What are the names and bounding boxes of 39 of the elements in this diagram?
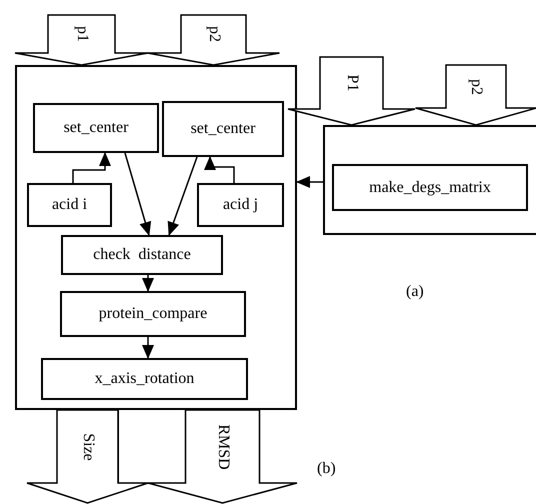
process-box [33,103,159,153]
process-box [61,235,223,275]
box-label: set_center [62,119,130,137]
block-arrow [287,56,416,126]
box-label: acid j [222,196,260,214]
arrow [142,275,154,292]
block-arrow [14,14,149,66]
block-arrow [414,64,536,126]
arrow [296,176,323,188]
panel-label: (a) [406,283,424,301]
panel-label: (b) [317,460,336,478]
box-label: protein_compare [98,305,208,323]
edge-label: p2 [467,78,485,94]
arrow [72,152,111,183]
arrow [124,152,152,236]
box-label: set_center [190,120,256,138]
module-frame [15,65,297,410]
box-label: acid i [50,196,88,214]
box-label: x_axis_rotation [94,370,196,388]
edge-label: Size [78,432,96,460]
box-label: check distance [92,246,192,264]
box-label: make_degs_matrix [368,178,492,196]
arrow [168,156,198,236]
block-arrow [26,409,149,504]
edge-label: RMSD [214,424,232,470]
process-box [60,291,246,337]
block-arrow [146,14,280,66]
block-arrow [147,409,298,504]
process-box [332,164,528,211]
arrow [142,337,154,359]
arrow [204,156,235,183]
process-box [162,101,284,157]
edge-label: p1 [72,26,90,42]
process-box [27,183,112,227]
edge-label: p2 [204,26,222,42]
module-frame [323,125,536,235]
edge-label: P1 [342,74,360,92]
process-box [197,183,284,227]
process-box [41,358,248,400]
